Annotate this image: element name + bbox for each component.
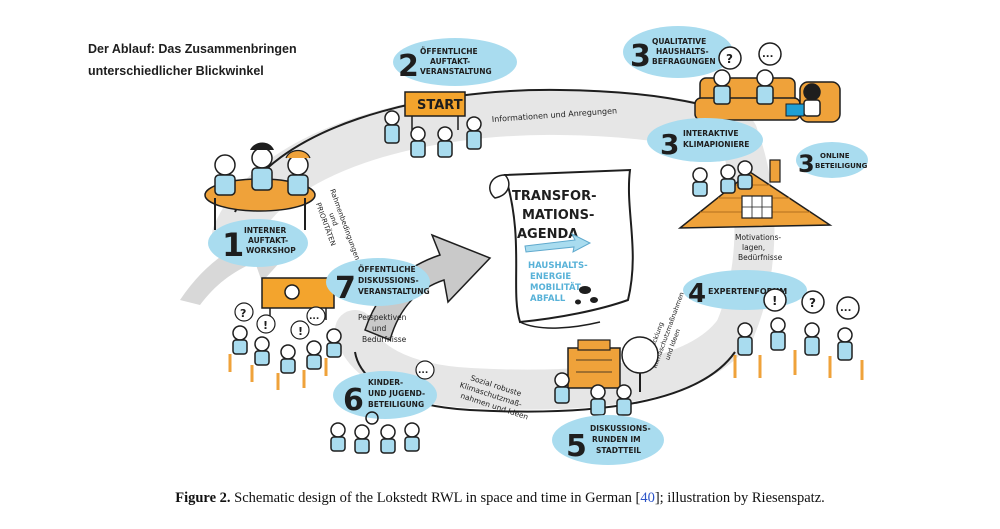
heading-line-2: unterschiedlicher Blickwinkel — [88, 64, 264, 78]
agenda-topic-3: MOBILITÄT — [530, 282, 581, 293]
svg-text:lagen,: lagen, — [742, 243, 765, 252]
svg-text:STADTTEIL: STADTTEIL — [596, 446, 641, 455]
svg-text:...: ... — [840, 303, 851, 314]
agenda-title-3: AGENDA — [517, 227, 578, 242]
person — [214, 147, 309, 196]
label-motivation: Motivations- lagen, Bedürfnisse — [735, 233, 783, 262]
agenda-topic-2: ENERGIE — [530, 272, 571, 282]
svg-text:QUALITATIVE: QUALITATIVE — [652, 37, 706, 46]
svg-text:...: ... — [418, 366, 428, 376]
step-3b-number: 3 — [660, 128, 679, 161]
agenda-title-2: MATIONS- — [522, 208, 594, 223]
svg-text:INTERNER: INTERNER — [244, 226, 286, 235]
step-4-number: 4 — [688, 279, 706, 309]
agenda-title-1: TRANSFOR- — [512, 189, 597, 204]
agenda-topic-1: HAUSHALTS- — [528, 261, 588, 271]
scene-expert-forum: ! ? ... — [733, 288, 864, 380]
step-3a-number: 3 — [630, 39, 651, 74]
svg-text:BEFRAGUNGEN: BEFRAGUNGEN — [652, 57, 716, 66]
step-6-number: 6 — [343, 383, 364, 418]
svg-text:!: ! — [263, 319, 268, 332]
svg-text:...: ... — [309, 312, 319, 322]
svg-text:?: ? — [240, 307, 246, 320]
svg-text:und: und — [372, 324, 387, 333]
svg-text:DISKUSSIONS-: DISKUSSIONS- — [590, 424, 651, 433]
svg-text:KLIMAPIONIERE: KLIMAPIONIERE — [683, 140, 749, 149]
figure-heading: Der Ablauf: Das Zusammenbringen untersch… — [88, 38, 348, 82]
svg-text:BETEILIGUNG: BETEILIGUNG — [815, 162, 868, 170]
caption-text-before: Schematic design of the Lokstedt RWL in … — [230, 490, 641, 506]
bubble-step-3-online: 3 ONLINE BETEILIGUNG — [796, 142, 868, 178]
svg-text:RUNDEN IM: RUNDEN IM — [592, 435, 641, 444]
svg-text:INTERAKTIVE: INTERAKTIVE — [683, 129, 739, 138]
svg-text:Bedürfnisse: Bedürfnisse — [738, 253, 783, 262]
svg-text:AUFTAKT-: AUFTAKT- — [248, 236, 288, 245]
svg-text:?: ? — [726, 52, 733, 66]
svg-text:VERANSTALTUNG: VERANSTALTUNG — [420, 67, 492, 76]
svg-text:!: ! — [298, 325, 303, 338]
agenda-topic-4: ABFALL — [530, 294, 566, 304]
step-2-number: 2 — [398, 49, 419, 84]
flow-band-upper-edge — [234, 88, 736, 213]
svg-text:AUFTAKT-: AUFTAKT- — [430, 57, 470, 66]
scene-children — [330, 411, 420, 454]
caption-text-after: ]; illustration by Riesenspatz. — [654, 490, 825, 506]
svg-text:DISKUSSIONS-: DISKUSSIONS- — [358, 276, 419, 285]
figure-caption: Figure 2. Schematic design of the Lokste… — [0, 490, 1000, 507]
svg-text:!: ! — [772, 294, 777, 308]
bubble-step-5: 5 DISKUSSIONS- RUNDEN IM STADTTEIL — [552, 415, 664, 465]
bubble-step-3-interactive: 3 INTERAKTIVE KLIMAPIONIERE — [647, 118, 763, 162]
label-perspektiven: Perspektiven und Bedürfnisse — [358, 313, 407, 344]
svg-text:VERANSTALTUNG: VERANSTALTUNG — [358, 287, 430, 296]
svg-text:?: ? — [809, 296, 816, 310]
scene-public-discussion: ! ... ? ! — [228, 277, 342, 390]
caption-label: Figure 2. — [175, 490, 231, 506]
svg-text:KINDER-: KINDER- — [368, 378, 403, 387]
svg-text:BETEILIGUNG: BETEILIGUNG — [368, 400, 424, 409]
step-3c-number: 3 — [798, 150, 815, 178]
svg-text:Bedürfnisse: Bedürfnisse — [362, 335, 407, 344]
scene-roof — [677, 159, 833, 229]
flow-band-lower — [335, 310, 755, 410]
scene-start-sign: START — [384, 91, 482, 158]
svg-text:ÖFFENTLICHE: ÖFFENTLICHE — [358, 265, 416, 274]
transformation-scroll: TRANSFOR- MATIONS- AGENDA HAUSHALTS- ENE… — [489, 168, 634, 329]
bubble-step-2: 2 ÖFFENTLICHE AUFTAKT- VERANSTALTUNG — [393, 38, 517, 86]
svg-text:...: ... — [762, 49, 773, 60]
step-5-number: 5 — [566, 429, 587, 464]
svg-text:HAUSHALTS-: HAUSHALTS- — [656, 47, 709, 56]
svg-text:Perspektiven: Perspektiven — [358, 313, 407, 322]
caption-reference-link[interactable]: 40 — [640, 490, 655, 506]
process-illustration: TRANSFOR- MATIONS- AGENDA HAUSHALTS- ENE… — [180, 26, 868, 465]
label-rahmen: Rahmenbedingungen und PRIORITÄTEN — [314, 188, 361, 261]
svg-text:WORKSHOP: WORKSHOP — [246, 246, 296, 255]
svg-text:Motivations-: Motivations- — [735, 233, 781, 242]
bubble-step-3-qualitative: 3 QUALITATIVE HAUSHALTS- BEFRAGUNGEN — [623, 26, 733, 78]
step-1-number: 1 — [222, 226, 244, 264]
bubble-step-4: 4 EXPERTENFORUM — [683, 270, 807, 310]
svg-text:ONLINE: ONLINE — [820, 152, 850, 160]
scene-internal-workshop — [204, 142, 316, 230]
start-sign-label: START — [417, 98, 463, 113]
bubble-step-1: 1 INTERNER AUFTAKT- WORKSHOP — [208, 219, 308, 267]
svg-text:EXPERTENFORUM: EXPERTENFORUM — [708, 287, 787, 296]
step-7-number: 7 — [335, 271, 356, 306]
svg-text:ÖFFENTLICHE: ÖFFENTLICHE — [420, 47, 478, 56]
scene-sofa: ? ... — [694, 42, 841, 123]
bubble-step-6: 6 KINDER- UND JUGEND- BETEILIGUNG — [333, 371, 437, 419]
svg-text:UND JUGEND-: UND JUGEND- — [368, 389, 425, 398]
scene-neighbourhood — [554, 336, 659, 416]
heading-line-1: Der Ablauf: Das Zusammenbringen — [88, 42, 297, 56]
bubble-step-7: 7 ÖFFENTLICHE DISKUSSIONS- VERANSTALTUNG — [326, 258, 430, 306]
